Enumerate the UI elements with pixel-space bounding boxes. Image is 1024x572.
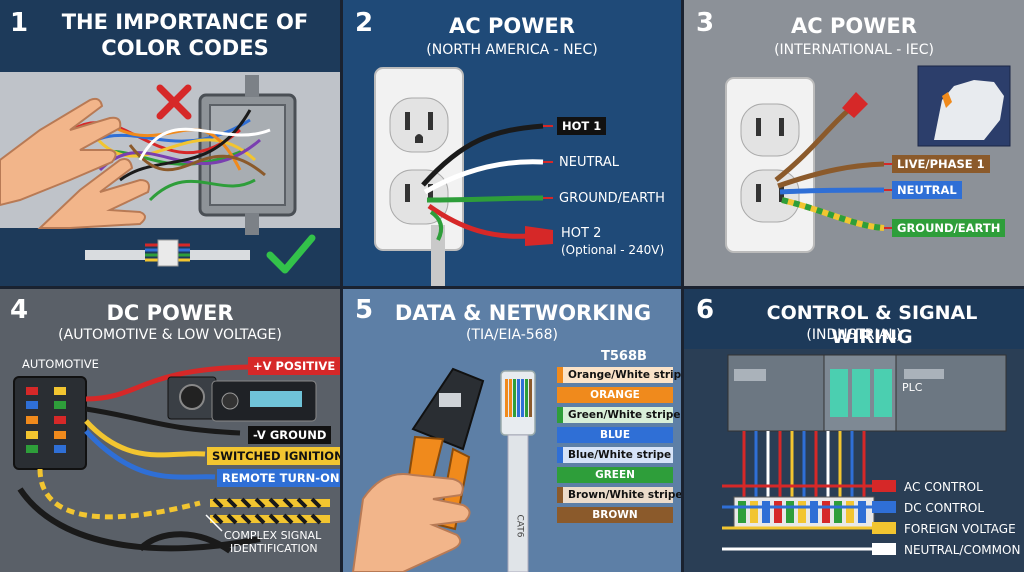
label-dc-control: DC CONTROL [904,501,985,515]
panel-color-codes: 1 THE IMPORTANCE OF COLOR CODES [0,0,340,286]
panel-control-signal: 6 CONTROL & SIGNAL WIRING (INDUSTRIAL) [684,289,1024,572]
panel-2-title: AC POWER [449,14,575,38]
panel-dc-power: 4 DC POWER (AUTOMOTIVE & LOW VOLTAGE) AU… [0,289,340,572]
label-hot-2: HOT 2 [561,226,602,241]
panel-4-subtitle: (AUTOMOTIVE & LOW VOLTAGE) [58,327,282,343]
red-x-icon [156,84,192,120]
pair-green: GREEN [557,467,673,483]
panel-3-subtitle: (INTERNATIONAL - IEC) [774,42,934,58]
panel-1-title-line1: THE IMPORTANCE OF [61,10,309,34]
panel-1-title-line2: COLOR CODES [101,36,269,60]
label-switched-ignition: SWITCHED IGNITION [207,447,340,465]
label-complex-signal-line1: COMPLEX SIGNAL [224,529,322,542]
pair-brown-white: Brown/White stripe [557,487,681,503]
panel-1-number: 1 [10,8,29,38]
label-hot-2-note: (Optional - 240V) [561,243,665,257]
label-ground-earth-iec: GROUND/EARTH [892,219,1006,237]
plc-label: PLC [902,381,923,394]
label-ac-control: AC CONTROL [904,480,983,494]
panel-4-number: 4 [10,295,29,325]
cable-marking: CAT6 [514,514,525,538]
pair-orange-white: Orange/White stripe [557,367,681,383]
pair-brown: BROWN [557,507,673,523]
label-complex-signal-line2: IDENTIFICATION [230,542,318,555]
panel-5-number: 5 [355,295,374,325]
pair-blue-white: Blue/White stripe [557,447,673,463]
green-check-icon [266,234,316,274]
panel-3-title: AC POWER [791,14,917,38]
panel-6-title: CONTROL & SIGNAL WIRING [766,302,978,348]
label-neutral-iec: NEUTRAL [892,181,962,199]
panel-ac-power-nec: 2 AC POWER (NORTH AMERICA - NEC) HOT 1 N… [343,0,681,286]
panel-4-title: DC POWER [106,301,234,325]
panel-ac-power-iec: 3 AC POWER (INTERNATIONAL - IEC) LIVE/PH… [684,0,1024,286]
pair-blue: BLUE [557,427,673,443]
panel-6-subtitle: (INDUSTRIAL) [806,327,902,343]
label-ground-dc: -V GROUND [248,426,332,444]
label-automotive: AUTOMOTIVE [22,357,99,371]
panel-5-title: DATA & NETWORKING [394,301,652,325]
label-hot-1: HOT 1 [557,117,607,135]
panel-1-header [0,0,340,72]
label-neutral: NEUTRAL [559,155,620,170]
iec-outlet-illustration [725,65,1011,253]
panel-2-number: 2 [355,8,374,38]
label-live-phase: LIVE/PHASE 1 [892,155,990,173]
plc-wiring-illustration [684,349,1024,572]
tangled-wires-illustration [0,75,316,274]
label-ground-earth: GROUND/EARTH [559,191,665,206]
pair-list: Orange/White stripe ORANGE Green/White s… [557,367,681,523]
label-foreign-voltage: FOREIGN VOLTAGE [904,522,1016,536]
uk-highlight [942,92,952,108]
crimper-ethernet-illustration [351,367,536,572]
panel-data-networking: 5 DATA & NETWORKING (TIA/EIA-568) CAT6 T… [343,289,681,572]
label-neutral-common: NEUTRAL/COMMON [904,543,1021,557]
panel-2-subtitle: (NORTH AMERICA - NEC) [426,42,598,58]
label-positive: +V POSITIVE [248,357,340,375]
pair-orange: ORANGE [557,387,673,403]
standard-label: T568B [601,349,647,364]
pair-green-white: Green/White stripe [557,407,681,423]
panel-3-number: 3 [696,8,715,38]
panel-6-number: 6 [696,295,715,325]
dc-wiring-illustration [13,364,330,554]
panel-5-subtitle: (TIA/EIA-568) [466,327,558,343]
nec-outlet-illustration [374,67,553,286]
label-remote-turn-on: REMOTE TURN-ON [217,469,340,487]
